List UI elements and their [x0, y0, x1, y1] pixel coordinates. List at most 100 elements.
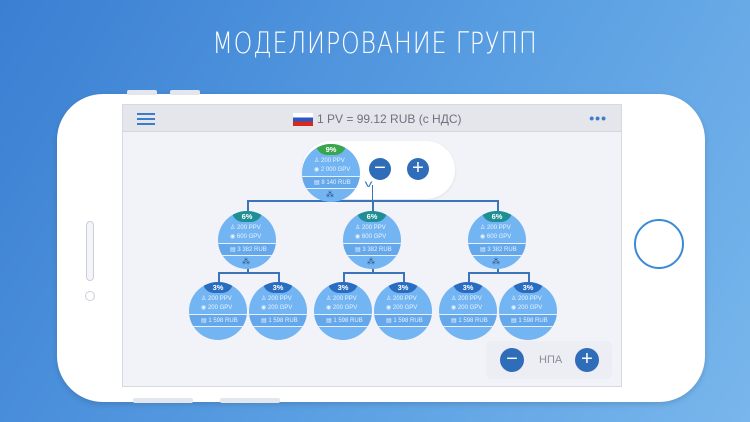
- divider: [314, 314, 372, 315]
- divider: [468, 255, 526, 256]
- divider: [499, 314, 557, 315]
- level3-node[interactable]: 3% ♙ 200 PPV ◉ 200 GPV ▤ 1 598 RUB: [314, 282, 372, 340]
- divider: [343, 255, 401, 256]
- npa-plus-button[interactable]: +: [575, 348, 599, 372]
- phone-camera: [85, 291, 95, 301]
- percent-badge: 3%: [203, 282, 233, 293]
- percent-badge: 3%: [388, 282, 418, 293]
- divider: [374, 314, 432, 315]
- divider: [302, 188, 360, 189]
- tree-connector: [343, 272, 403, 274]
- gpv-value: ◉ 200 GPV: [386, 305, 418, 311]
- app-screen: 1 PV = 99.12 RUB (с НДС) ••• − + v 9% ♙ …: [122, 104, 622, 387]
- divider: [343, 243, 401, 244]
- ppv-value: ♙ 200 PPV: [314, 158, 345, 164]
- header-bar: 1 PV = 99.12 RUB (с НДС) •••: [123, 105, 621, 132]
- root-plus-button[interactable]: +: [407, 158, 429, 180]
- percent-badge: 6%: [232, 211, 262, 222]
- rub-value: ▤ 1 598 RUB: [451, 318, 488, 324]
- divider: [302, 176, 360, 177]
- level3-node[interactable]: 3% ♙ 200 PPV ◉ 200 GPV ▤ 1 598 RUB: [499, 282, 557, 340]
- rub-value: ▤ 1 598 RUB: [326, 318, 363, 324]
- network-icon[interactable]: ⁂: [492, 257, 500, 266]
- level3-node[interactable]: 3% ♙ 200 PPV ◉ 200 GPV ▤ 1 598 RUB: [189, 282, 247, 340]
- divider: [218, 243, 276, 244]
- root-minus-button[interactable]: −: [369, 158, 391, 180]
- rub-band: [499, 315, 557, 326]
- ppv-value: ♙ 200 PPV: [480, 225, 511, 231]
- ppv-value: ♙ 200 PPV: [355, 225, 386, 231]
- gpv-value: ◉ 600 GPV: [230, 234, 262, 240]
- more-icon[interactable]: •••: [589, 110, 607, 126]
- gpv-value: ◉ 200 GPV: [511, 305, 543, 311]
- gpv-value: ◉ 200 GPV: [451, 305, 483, 311]
- divider: [439, 326, 497, 327]
- menu-icon[interactable]: [137, 113, 155, 125]
- rub-band: [218, 244, 276, 255]
- tree-connector: [278, 272, 280, 282]
- rub-band: [468, 244, 526, 255]
- tree-connector: [218, 272, 220, 282]
- ppv-value: ♙ 200 PPV: [230, 225, 261, 231]
- gpv-value: ◉ 200 GPV: [326, 305, 358, 311]
- tree-connector: [247, 200, 249, 214]
- tree-connector: [528, 272, 530, 282]
- tree-connector: [497, 265, 499, 273]
- divider: [218, 255, 276, 256]
- phone-side-button: [170, 90, 200, 95]
- root-node[interactable]: 9% ♙ 200 PPV ◉ 2 000 GPV ▤ 8 140 RUB ⁂: [302, 144, 360, 202]
- rub-band: [189, 315, 247, 326]
- rub-value: ▤ 1 598 RUB: [386, 318, 423, 324]
- level2-node[interactable]: 6% ♙ 200 PPV ◉ 600 GPV ▤ 3 382 RUB ⁂: [218, 211, 276, 269]
- rub-value: ▤ 3 382 RUB: [355, 247, 392, 253]
- network-icon[interactable]: ⁂: [242, 257, 250, 266]
- network-icon[interactable]: ⁂: [326, 190, 334, 199]
- gpv-value: ◉ 600 GPV: [355, 234, 387, 240]
- chevron-down-icon[interactable]: v: [364, 179, 373, 190]
- gpv-value: ◉ 2 000 GPV: [314, 167, 351, 173]
- phone-side-button: [220, 398, 280, 403]
- phone-side-button: [127, 90, 157, 95]
- pv-rate: 1 PV = 99.12 RUB (с НДС): [317, 112, 462, 126]
- rub-band: [249, 315, 307, 326]
- divider: [189, 326, 247, 327]
- ppv-value: ♙ 200 PPV: [451, 296, 482, 302]
- rub-band: [314, 315, 372, 326]
- npa-panel: − НПА +: [486, 341, 612, 379]
- tree-connector: [218, 272, 278, 274]
- ppv-value: ♙ 200 PPV: [261, 296, 292, 302]
- gpv-value: ◉ 200 GPV: [261, 305, 293, 311]
- tree-connector: [343, 272, 345, 282]
- percent-badge: 3%: [453, 282, 483, 293]
- tree-connector: [497, 200, 499, 214]
- ppv-value: ♙ 200 PPV: [511, 296, 542, 302]
- rub-band: [343, 244, 401, 255]
- page-title: МОДЕЛИРОВАНИЕ ГРУПП: [212, 26, 538, 60]
- divider: [249, 326, 307, 327]
- level3-node[interactable]: 3% ♙ 200 PPV ◉ 200 GPV ▤ 1 598 RUB: [374, 282, 432, 340]
- network-icon[interactable]: ⁂: [367, 257, 375, 266]
- level2-node[interactable]: 6% ♙ 200 PPV ◉ 600 GPV ▤ 3 382 RUB ⁂: [468, 211, 526, 269]
- level2-node[interactable]: 6% ♙ 200 PPV ◉ 600 GPV ▤ 3 382 RUB ⁂: [343, 211, 401, 269]
- divider: [468, 243, 526, 244]
- home-button[interactable]: [634, 219, 684, 269]
- rub-value: ▤ 3 382 RUB: [480, 247, 517, 253]
- tree-connector: [468, 272, 470, 282]
- ppv-value: ♙ 200 PPV: [386, 296, 417, 302]
- percent-badge: 3%: [328, 282, 358, 293]
- npa-minus-button[interactable]: −: [500, 348, 524, 372]
- rub-band: [302, 177, 360, 188]
- ppv-value: ♙ 200 PPV: [326, 296, 357, 302]
- percent-badge: 9%: [316, 144, 346, 155]
- gpv-value: ◉ 600 GPV: [480, 234, 512, 240]
- phone-side-button: [133, 398, 193, 403]
- tree-connector: [247, 265, 249, 273]
- percent-badge: 6%: [357, 211, 387, 222]
- tree-connector: [372, 265, 374, 273]
- divider: [439, 314, 497, 315]
- level3-node[interactable]: 3% ♙ 200 PPV ◉ 200 GPV ▤ 1 598 RUB: [439, 282, 497, 340]
- tree-connector: [372, 185, 373, 201]
- rub-value: ▤ 1 598 RUB: [201, 318, 238, 324]
- tree-connector: [468, 272, 528, 274]
- level3-node[interactable]: 3% ♙ 200 PPV ◉ 200 GPV ▤ 1 598 RUB: [249, 282, 307, 340]
